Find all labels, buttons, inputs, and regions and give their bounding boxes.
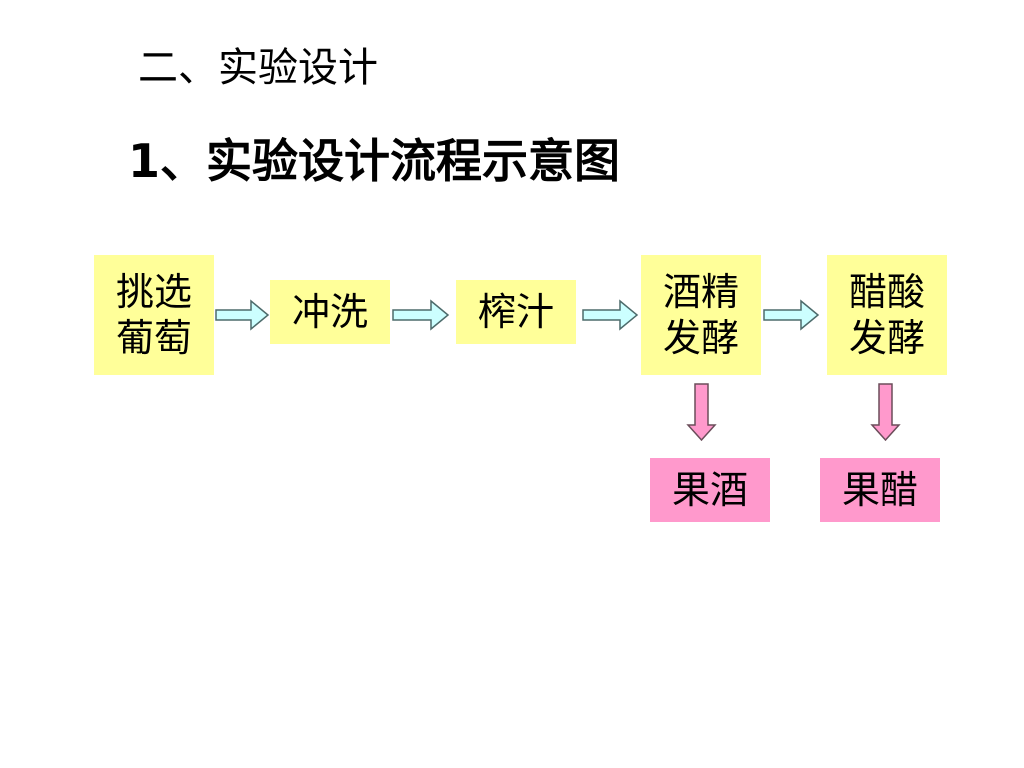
arrow-right-3 — [582, 299, 639, 331]
step-rinse: 冲洗 — [270, 280, 390, 344]
arrow-right-2 — [392, 299, 450, 331]
step-select-grapes: 挑选 葡萄 — [94, 255, 214, 375]
step-acetic-fermentation: 醋酸 发酵 — [827, 255, 947, 375]
product-fruit-vinegar: 果醋 — [820, 458, 940, 522]
product-fruit-wine: 果酒 — [650, 458, 770, 522]
step-juicing: 榨汁 — [456, 280, 576, 344]
arrow-right-1 — [215, 299, 270, 331]
arrow-down-1 — [686, 383, 717, 442]
section-title: 二、实验设计 — [138, 45, 378, 91]
arrow-down-2 — [870, 383, 901, 442]
arrow-right-4 — [763, 299, 820, 331]
step-alcohol-fermentation: 酒精 发酵 — [641, 255, 761, 375]
page-subtitle: 1、实验设计流程示意图 — [128, 134, 621, 188]
